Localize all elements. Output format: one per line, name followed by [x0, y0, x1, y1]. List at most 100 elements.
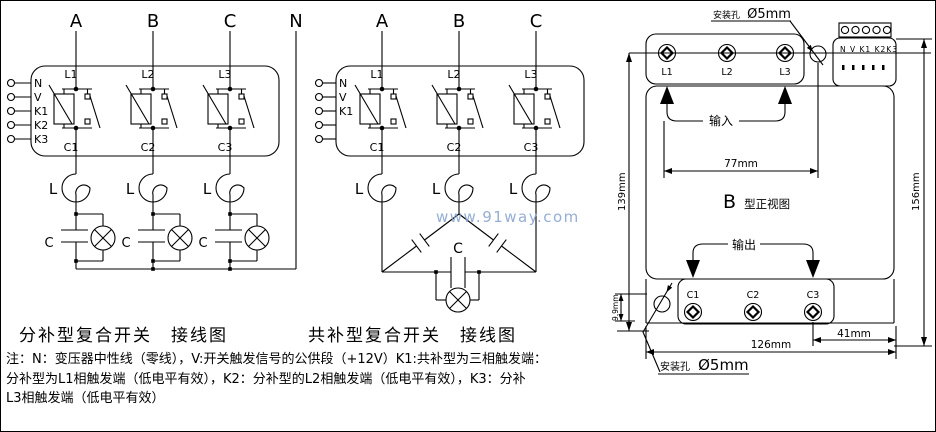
signal-panel-pins: [842, 65, 885, 70]
pin-label: K3: [34, 133, 48, 146]
input-terminal-label: L2: [721, 67, 732, 78]
cap-lamp-branch: [215, 213, 270, 269]
footnote-line: 分补型为L1相触发端（低电平有效），K2：分补型的L2相触发端（低电平有效），K…: [6, 371, 526, 387]
module-input-label: L1: [370, 68, 383, 81]
cap-lamp-branch: [138, 213, 193, 269]
dim-139mm: 139mm: [617, 172, 628, 211]
terminal-hole-c3: [803, 302, 823, 322]
pin-label: K1: [34, 105, 48, 118]
scr-module: [431, 84, 484, 131]
hole-label-top: 安装孔 Ø5mm: [713, 3, 791, 22]
front-view-drawing: [615, 20, 932, 375]
pin-label: K2: [34, 119, 48, 132]
output-bracket: [692, 243, 814, 260]
module-input-label: L1: [64, 68, 77, 81]
coil-label: L: [355, 180, 364, 198]
pin-label: V: [34, 91, 42, 104]
module-output-label: C3: [524, 141, 539, 154]
lamp-symbol: [244, 225, 270, 251]
module-output-label: C2: [141, 141, 156, 154]
module-input-label: L2: [447, 68, 460, 81]
dim-41mm: 41mm: [837, 328, 871, 340]
module-output-label: C1: [370, 141, 385, 154]
module-output-label: C1: [64, 141, 79, 154]
hole-leader-bottom: [642, 282, 673, 373]
phase-label-n: N: [289, 11, 302, 32]
input-bracket: [666, 104, 786, 122]
footnote-line: 注：N：变压器中性线（零线），V:开关触发信号的公供段（+12V）K1:共补型为…: [6, 352, 547, 367]
signal-row-label: N V K1 K2K3: [840, 45, 898, 54]
pin-label: N: [339, 77, 347, 90]
inductor-symbol: [61, 173, 91, 215]
pin-label: K1: [339, 105, 353, 118]
inductor-symbol: [138, 173, 168, 215]
phase-label-b: B: [453, 11, 465, 32]
terminal-hole-c1: [683, 302, 703, 322]
cap-label: C: [453, 241, 463, 257]
middle-schematic: [314, 31, 585, 313]
dim-hole-offset: 9.9mm: [611, 294, 620, 321]
view-title: B 型正视图: [723, 191, 790, 213]
scr-module: [48, 84, 101, 131]
module-input-label: L3: [524, 68, 537, 81]
terminal-hole-c2: [743, 302, 763, 322]
front-panel: [645, 85, 895, 280]
coil-label: L: [126, 180, 135, 198]
dim-156mm: 156mm: [911, 172, 922, 211]
lamp-symbol: [90, 225, 116, 251]
output-label: 输出: [732, 237, 756, 252]
control-pins-left: [6, 78, 31, 144]
module-input-label: L3: [218, 68, 231, 81]
control-pins-mid: [314, 78, 336, 144]
inductor-symbol: [367, 173, 397, 215]
scr-module: [508, 84, 561, 131]
mounting-hole-top: [809, 45, 827, 63]
cap-label: C: [44, 236, 53, 251]
output-terminal-block: [677, 278, 835, 325]
pin-label: N: [34, 77, 42, 90]
scr-module: [202, 84, 255, 131]
input-terminal-label: L1: [661, 67, 672, 78]
pin-label: V: [339, 91, 347, 104]
phase-label-c: C: [224, 11, 237, 32]
watermark: www.91way.com: [436, 208, 580, 226]
scr-module: [354, 84, 407, 131]
module-output-label: C2: [447, 141, 462, 154]
phase-label-a: A: [376, 11, 389, 32]
input-terminal-block: [645, 33, 805, 85]
mounting-hole-bottom: [653, 295, 671, 313]
coil-label: L: [203, 180, 212, 198]
lamp-symbol: [167, 225, 193, 251]
footnotes: 注：N：变压器中性线（零线），V:开关触发信号的公供段（+12V）K1:共补型为…: [6, 350, 547, 409]
module-input-label: L2: [141, 68, 154, 81]
dim-77mm: 77mm: [724, 158, 758, 170]
dim-126mm: 126mm: [751, 339, 792, 351]
hole-label-bottom: 安装孔 Ø5mm: [660, 355, 749, 374]
cap-label: C: [198, 236, 207, 251]
coil-label: L: [432, 180, 441, 198]
left-diagram-title: 分补型复合开关 接线图: [19, 326, 228, 346]
phase-label-a: A: [70, 11, 83, 32]
output-terminal-label: C3: [807, 290, 820, 301]
footnote-line: L3相触发端（低电平有效）: [6, 391, 165, 406]
lamp-symbol: [445, 287, 471, 313]
dimension-arrows: [618, 39, 927, 355]
delta-capacitor-bank: [381, 213, 537, 288]
phase-label-c: C: [530, 11, 543, 32]
input-label: 输入: [709, 113, 733, 128]
left-schematic: [6, 31, 297, 271]
module-output-label: C3: [218, 141, 233, 154]
cap-label: C: [121, 236, 130, 251]
inductor-symbol: [215, 173, 245, 215]
phase-label-b: B: [147, 11, 159, 32]
lamp-branch: [435, 272, 480, 313]
output-terminal-label: C2: [747, 290, 760, 301]
input-terminal-label: L3: [779, 67, 790, 78]
cap-lamp-branch: [61, 213, 116, 269]
middle-diagram-title: 共补型复合开关 接线图: [308, 326, 517, 346]
scr-module: [125, 84, 178, 131]
hole-leader-top: [789, 20, 824, 66]
coil-label: L: [509, 180, 518, 198]
